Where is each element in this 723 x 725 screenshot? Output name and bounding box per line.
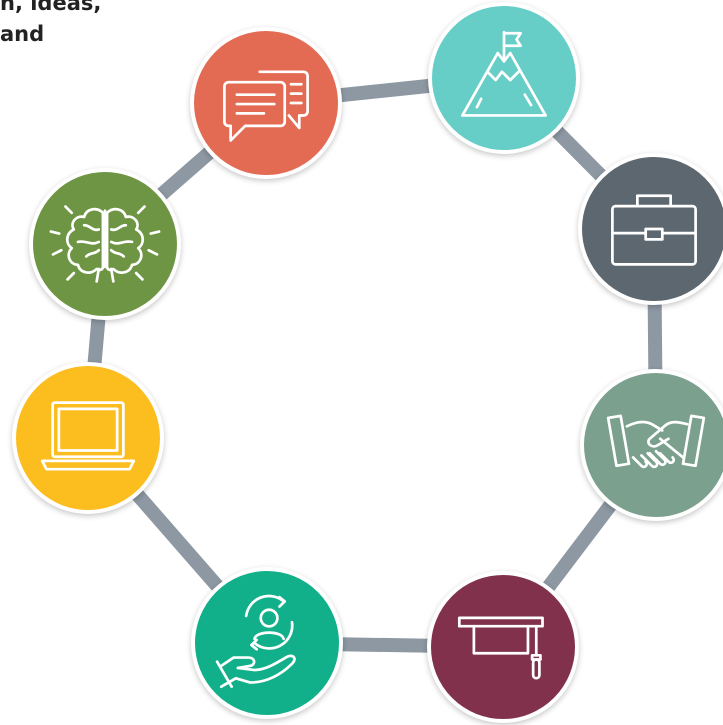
hand-person-cycle-icon <box>215 594 296 689</box>
partial-caption: n, ideas, and <box>0 0 102 46</box>
technology-node <box>12 362 164 514</box>
graduation-cap-icon <box>457 616 544 680</box>
partnership-node <box>580 369 723 521</box>
ring-segments <box>81 71 663 654</box>
chat-node <box>190 27 342 179</box>
briefcase-icon <box>611 194 697 266</box>
mountain-flag-icon <box>461 30 547 117</box>
work-node <box>578 153 723 305</box>
education-node <box>427 571 579 723</box>
goal-node <box>428 2 580 154</box>
chat-bubbles-icon <box>223 70 309 142</box>
thinking-node <box>29 168 181 320</box>
support-node <box>191 567 343 719</box>
laptop-icon <box>40 401 136 471</box>
brain-icon <box>49 205 161 283</box>
handshake-icon <box>606 414 706 469</box>
